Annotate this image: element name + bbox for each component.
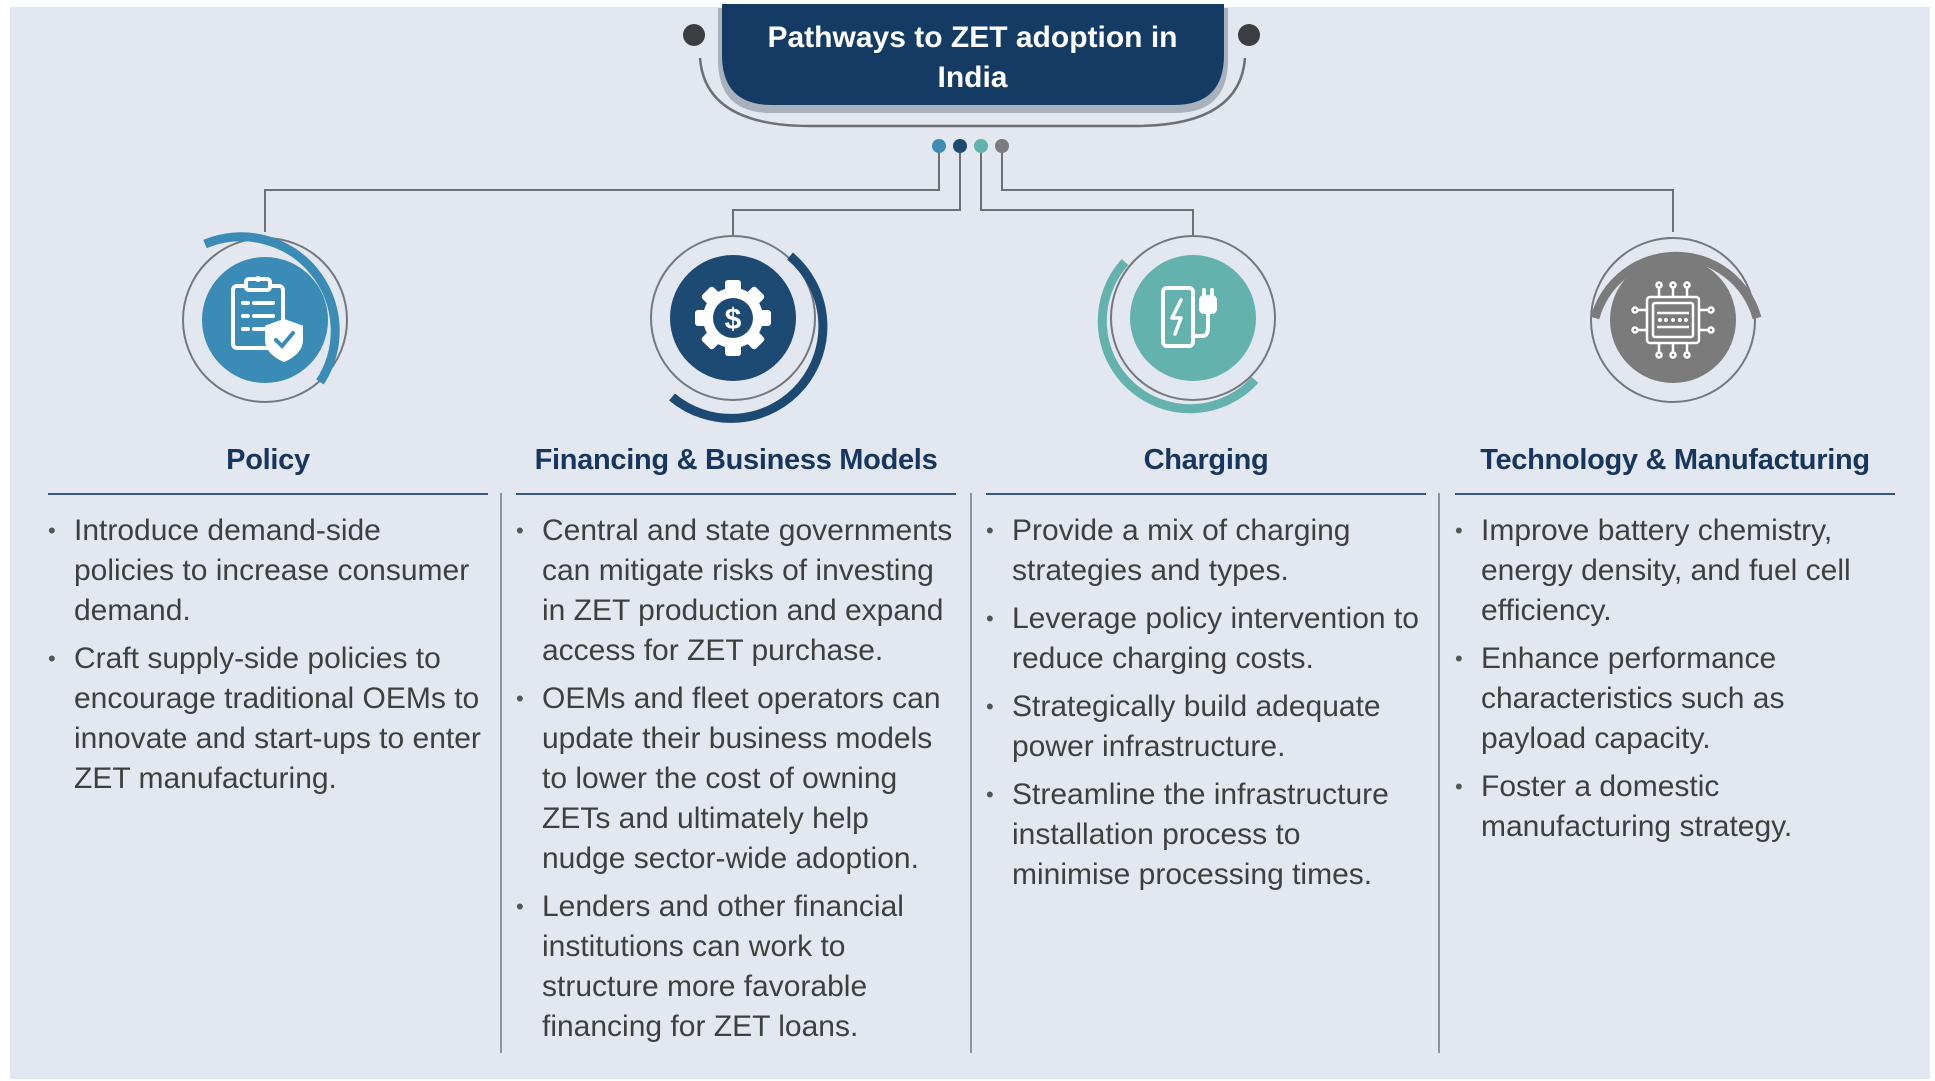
header-right-knob: [1238, 24, 1260, 46]
chip-pin-end: [1669, 351, 1677, 359]
list-item: Streamline the infrastructure installati…: [986, 775, 1426, 895]
chip-pin-end: [1631, 326, 1639, 334]
column-heading: Financing & Business Models: [534, 443, 938, 476]
chip-pin-end: [1707, 306, 1715, 314]
header-left-knob: [683, 24, 705, 46]
list-item: Introduce demand-side policies to increa…: [48, 511, 488, 631]
policy-icon-group: [182, 232, 348, 403]
chip-pin-end: [1631, 306, 1639, 314]
chip-pin-end: [1669, 281, 1677, 289]
column-heading: Charging: [1143, 443, 1269, 476]
connector-policy: [264, 148, 940, 232]
column-divider: [970, 493, 972, 1053]
list-item: Craft supply-side policies to encourage …: [48, 639, 488, 799]
chip-pin-end: [1707, 326, 1715, 334]
connector-dot: [953, 139, 967, 153]
financing-icon-group: $: [650, 235, 828, 423]
bullet-list: Provide a mix of charging strategies and…: [986, 511, 1426, 895]
ev-charger-icon: [1161, 286, 1217, 348]
column-divider: [500, 493, 502, 1053]
heading-rule: [986, 493, 1426, 495]
chip-pin-end: [1655, 351, 1663, 359]
chip-pin-end: [1683, 351, 1691, 359]
heading-rule: [48, 493, 488, 495]
technology-icon-group: [1590, 237, 1762, 403]
bullet-list: Improve battery chemistry, energy densit…: [1455, 511, 1895, 847]
charging-icon-group: [1097, 235, 1276, 414]
microchip-icon: [1631, 281, 1715, 359]
list-item: Central and state governments can mitiga…: [516, 511, 956, 671]
connector-dot: [932, 139, 946, 153]
connector-financing: [732, 148, 961, 236]
gear-dollar-icon: $: [695, 280, 771, 356]
bullet-list: Central and state governments can mitiga…: [516, 511, 956, 1047]
bullet-list: Introduce demand-side policies to increa…: [48, 511, 488, 799]
heading-rule: [516, 493, 956, 495]
column-technology: Technology & Manufacturing Improve batte…: [1455, 435, 1895, 855]
list-item: Enhance performance characteristics such…: [1455, 639, 1895, 759]
list-item: Foster a domestic manufacturing strategy…: [1455, 767, 1895, 847]
list-item: Improve battery chemistry, energy densit…: [1455, 511, 1895, 631]
svg-text:$: $: [725, 303, 742, 336]
list-item: OEMs and fleet operators can update thei…: [516, 679, 956, 879]
column-heading: Technology & Manufacturing: [1480, 443, 1870, 476]
chip-pin-end: [1655, 281, 1663, 289]
header-pill: [722, 4, 1224, 105]
connector-dots: [932, 139, 1009, 153]
page-title: Pathways to ZET adoption in India: [725, 10, 1220, 105]
header-cradle-arc: [698, 57, 1247, 128]
list-item: Leverage policy intervention to reduce c…: [986, 599, 1426, 679]
list-item: Strategically build adequate power infra…: [986, 687, 1426, 767]
policy-icon-disc: [202, 257, 328, 383]
heading-rule: [1455, 493, 1895, 495]
list-item: Lenders and other financial institutions…: [516, 887, 956, 1047]
chip-pin-end: [1683, 281, 1691, 289]
list-item: Provide a mix of charging strategies and…: [986, 511, 1426, 591]
clipboard-shield-icon: [231, 276, 303, 363]
column-financing: Financing & Business Models Central and …: [516, 435, 956, 1055]
connector-dot: [995, 139, 1009, 153]
column-charging: Charging Provide a mix of charging strat…: [986, 435, 1426, 903]
column-policy: Policy Introduce demand-side policies to…: [48, 435, 488, 807]
column-divider: [1438, 493, 1440, 1053]
title-text: Pathways to ZET adoption in India: [767, 20, 1178, 94]
column-heading: Policy: [226, 443, 310, 476]
connector-charging: [980, 148, 1194, 236]
connector-technology: [1001, 148, 1674, 232]
connector-dot: [974, 139, 988, 153]
